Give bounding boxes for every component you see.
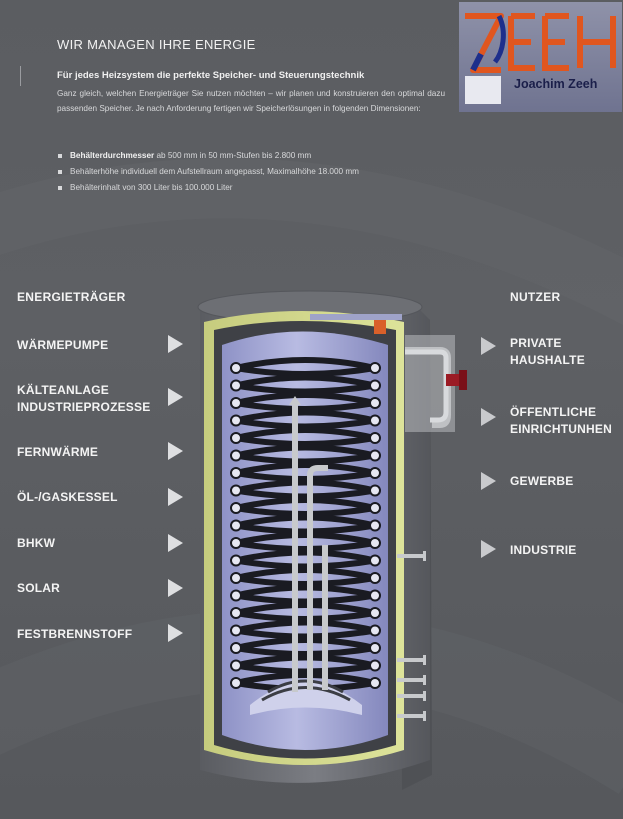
coil-end	[369, 467, 381, 479]
subtitle: Für jedes Heizsystem die perfekte Speich…	[57, 70, 365, 81]
energy-carriers-heading: ENERGIETRÄGER	[17, 290, 126, 304]
energy-item-label: FESTBRENNSTOFF	[17, 627, 133, 641]
dimension-item: Behälterinhalt von 300 Liter bis 100.000…	[57, 180, 359, 196]
coil-end	[369, 624, 381, 637]
bottom-coil	[261, 686, 351, 702]
arrow-right-icon	[481, 337, 496, 355]
coil-end	[230, 432, 242, 444]
user-item-label: PRIVATE HAUSHALTE	[510, 336, 585, 367]
coil-end	[230, 379, 242, 392]
coil-end	[230, 519, 242, 532]
coil-end	[369, 379, 381, 392]
coil-end	[230, 502, 242, 514]
arrow-right-icon	[168, 534, 183, 552]
users-heading: NUTZER	[510, 290, 561, 304]
top-pipe	[310, 314, 402, 320]
arrow-right-icon	[481, 472, 496, 490]
coil-end	[369, 537, 381, 549]
coil-end	[369, 362, 381, 374]
coil-end	[369, 589, 381, 602]
inner-pipe	[292, 402, 298, 692]
coil-end	[369, 659, 381, 672]
energy-item-label: ÖL-/GASKESSEL	[17, 490, 118, 504]
coil-end	[369, 397, 381, 409]
inner-pipe-tip	[289, 396, 301, 405]
coil-end	[230, 362, 242, 374]
coil-end	[369, 642, 381, 654]
inner-pipe	[322, 545, 328, 690]
energy-item-label: BHKW	[17, 536, 56, 550]
coil-end	[369, 449, 381, 462]
dimension-list: Behälterdurchmesser ab 500 mm in 50 mm-S…	[57, 148, 359, 196]
arrow-right-icon	[168, 388, 183, 406]
heating-coil	[230, 357, 381, 692]
arrow-right-icon	[481, 408, 496, 426]
coil-end	[230, 607, 242, 619]
arrow-right-icon	[481, 540, 496, 558]
coil-end	[230, 677, 242, 689]
coil-end	[369, 414, 381, 427]
intro-text: Ganz gleich, welchen Energieträger Sie n…	[57, 89, 445, 113]
coil-end	[369, 432, 381, 444]
coil-end	[230, 624, 242, 637]
dimension-item: Behälterhöhe individuell dem Aufstellrau…	[57, 164, 359, 180]
valve	[446, 374, 460, 386]
arrow-right-icon	[168, 335, 183, 353]
user-item-label: ÖFFENTLICHE EINRICHTUNHEN	[510, 405, 612, 436]
coil-end	[230, 554, 242, 567]
coil-end	[369, 677, 381, 689]
arrow-right-icon	[168, 488, 183, 506]
coil-end	[230, 642, 242, 654]
logo-company-name: Joachim Zeeh	[514, 77, 598, 91]
energy-item-label: SOLAR	[17, 581, 60, 595]
inner-pipe	[307, 465, 328, 690]
energy-item-label: KÄLTEANLAGE INDUSTRIEPROZESSE	[17, 383, 151, 414]
tank-bottom-plate	[250, 682, 362, 715]
user-item-label: INDUSTRIE	[510, 543, 577, 557]
arrow-right-icon	[168, 579, 183, 597]
zeeh-logo: Joachim Zeeh	[459, 2, 622, 112]
coil-end	[369, 484, 381, 497]
coil-end	[230, 537, 242, 549]
coil-end	[230, 414, 242, 427]
coil-end	[369, 572, 381, 584]
coil-end	[369, 554, 381, 567]
coil-end	[369, 502, 381, 514]
coil-end	[230, 484, 242, 497]
coil-end	[230, 659, 242, 672]
zeeh-logo-mark	[465, 13, 616, 104]
coil-end	[369, 607, 381, 619]
energy-item-label: WÄRMEPUMPE	[17, 338, 109, 352]
coil-end	[230, 397, 242, 409]
coil-end	[230, 449, 242, 462]
coil-end	[230, 572, 242, 584]
bottom-coil	[267, 679, 344, 694]
divider	[20, 66, 21, 86]
page-title: WIR MANAGEN IHRE ENERGIE	[57, 37, 256, 52]
user-item-label: GEWERBE	[510, 474, 574, 488]
top-fitting	[374, 320, 386, 334]
coil-end	[230, 467, 242, 479]
dimension-item: Behälterdurchmesser ab 500 mm in 50 mm-S…	[57, 148, 359, 164]
energy-item-label: FERNWÄRME	[17, 445, 99, 459]
arrow-right-icon	[168, 442, 183, 460]
coil-end	[230, 589, 242, 602]
coil-end	[369, 519, 381, 532]
side-connectors	[397, 551, 426, 721]
valve-handle	[459, 370, 467, 390]
arrow-right-icon	[168, 624, 183, 642]
